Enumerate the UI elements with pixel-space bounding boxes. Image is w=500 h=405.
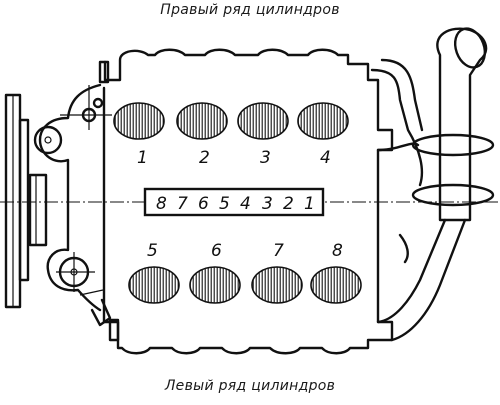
- cylinder-1: [113, 102, 165, 140]
- firing-order-box: 8 7 6 5 4 3 2 1: [143, 187, 325, 217]
- firing-order-digit-3: 6: [198, 194, 209, 214]
- cylinder-label-7: 7: [273, 241, 284, 261]
- cylinder-label-5: 5: [147, 241, 158, 261]
- cylinder-3: [237, 102, 289, 140]
- cylinder-7: [251, 266, 303, 304]
- right-bank: [113, 102, 349, 140]
- cylinder-label-4: 4: [320, 148, 331, 168]
- firing-order-digit-6: 3: [262, 194, 273, 214]
- cylinder-label-6: 6: [211, 241, 222, 261]
- block-flange-bottom: [108, 318, 120, 342]
- firing-order-digit-1: 8: [156, 194, 167, 214]
- firing-order-digit-2: 7: [177, 194, 188, 214]
- cylinder-4: [297, 102, 349, 140]
- cylinder-6: [189, 266, 241, 304]
- right-bank-caption: Правый ряд цилиндров: [160, 2, 340, 18]
- firing-order-digit-4: 5: [219, 194, 230, 214]
- cylinder-8: [310, 266, 362, 304]
- cylinder-label-2: 2: [199, 148, 210, 168]
- left-bank-caption: Левый ряд цилиндров: [164, 378, 336, 394]
- block-flange-top: [98, 60, 110, 84]
- cylinder-2: [176, 102, 228, 140]
- front-pulley: [4, 93, 48, 309]
- firing-order-digit-5: 4: [240, 194, 251, 214]
- exhaust-system: [370, 27, 495, 342]
- firing-order-digit-7: 2: [283, 194, 294, 214]
- firing-order-digit-8: 1: [304, 194, 315, 214]
- cylinder-label-3: 3: [260, 148, 271, 168]
- cylinder-label-1: 1: [137, 148, 148, 168]
- left-bank: [128, 266, 362, 304]
- engine-block: [102, 48, 394, 355]
- cylinder-label-8: 8: [332, 241, 343, 261]
- cylinder-5: [128, 266, 180, 304]
